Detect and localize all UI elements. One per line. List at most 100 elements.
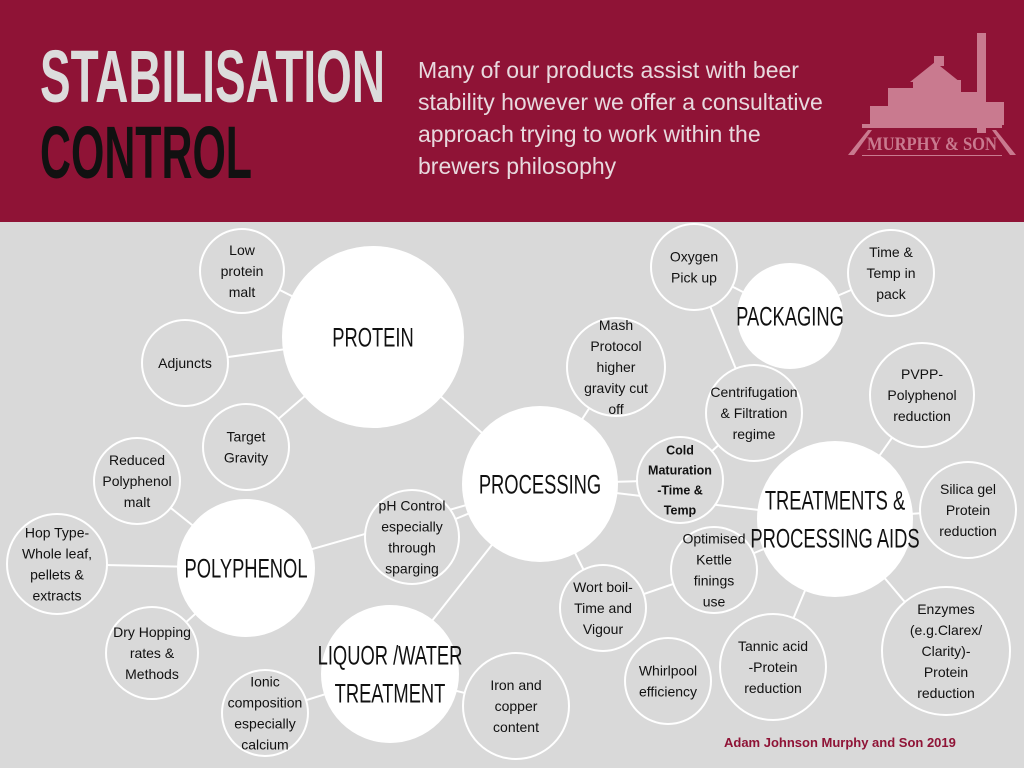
node-label: Adjuncts: [158, 355, 212, 371]
title-line-1: STABILISATION: [40, 35, 385, 118]
node-liquor: LIQUOR /WATER TREATMENT: [318, 605, 463, 743]
node-label: copper: [495, 698, 538, 714]
node-label: reduction: [893, 408, 951, 424]
node-label: sparging: [385, 561, 439, 577]
node-circle: [566, 317, 666, 417]
node-label: efficiency: [639, 684, 697, 700]
footer-credit: Adam Johnson Murphy and Son 2019: [724, 735, 956, 750]
node-label: Polyphenol: [887, 387, 956, 403]
node-label: Enzymes: [917, 601, 975, 617]
node-label: (e.g.Clarex/: [910, 622, 982, 638]
node-circle: [705, 364, 803, 462]
node-label: protein: [221, 263, 264, 279]
node-circle: [221, 669, 309, 757]
node-circle: [462, 652, 570, 760]
node-circle: [559, 564, 647, 652]
node-circle: [105, 606, 199, 700]
node-label: TREATMENT: [335, 678, 446, 708]
node-label: Wort boil-: [573, 579, 633, 595]
node-label: Dry Hopping: [113, 624, 191, 640]
node-label: Tannic acid: [738, 638, 808, 654]
node-protein: PROTEIN: [282, 246, 464, 428]
node-hop-type: Hop Type-Whole leaf,pellets &extracts: [6, 513, 108, 615]
node-label: reduction: [917, 685, 975, 701]
node-circle: [321, 605, 459, 743]
node-label: Cold: [666, 444, 694, 458]
node-circle: [624, 637, 712, 725]
node-label: Silica gel: [940, 481, 996, 497]
node-label: Gravity: [224, 450, 268, 466]
node-label: PVPP-: [901, 366, 943, 382]
node-circle: [757, 441, 913, 597]
node-label: reduction: [939, 523, 997, 539]
node-label: use: [703, 594, 726, 610]
node-label: Reduced: [109, 452, 165, 468]
node-label: Time and: [574, 600, 632, 616]
node-circle: [199, 228, 285, 314]
node-label: Optimised: [682, 531, 745, 547]
logo-text: MURPHY & SON: [867, 134, 997, 155]
node-packaging: PACKAGING: [736, 263, 844, 369]
node-circle: [670, 526, 758, 614]
intro-text: Many of our products assist with beer st…: [418, 57, 823, 179]
node-label: Polyphenol: [102, 473, 171, 489]
node-label: content: [493, 719, 539, 735]
node-polyphenol: POLYPHENOL: [177, 499, 315, 637]
node-label: PACKAGING: [736, 301, 844, 331]
node-label: Mash: [599, 317, 633, 333]
node-label: Oxygen: [670, 249, 718, 265]
node-label: Vigour: [583, 621, 624, 637]
node-label: Whole leaf,: [22, 546, 92, 562]
node-label: & Filtration: [721, 405, 788, 421]
node-label: Protocol: [590, 338, 641, 354]
node-pvpp: PVPP- Polyphenol reduction: [869, 342, 975, 448]
node-enzymes: Enzymes(e.g.Clarex/Clarity)-Proteinreduc…: [881, 586, 1011, 716]
node-circle: [462, 406, 618, 562]
node-circle: [737, 263, 843, 369]
node-label: POLYPHENOL: [184, 553, 307, 583]
node-circle: [919, 461, 1017, 559]
node-circle: [847, 229, 935, 317]
node-circle: [650, 223, 738, 311]
page-title: STABILISATION CONTROL: [40, 35, 385, 194]
node-label: higher: [597, 359, 636, 375]
node-label: pack: [876, 286, 907, 302]
node-label: Methods: [125, 666, 179, 682]
node-label: TREATMENTS &: [765, 485, 906, 515]
node-circle: [719, 613, 827, 721]
node-label: especially: [381, 519, 442, 535]
node-label: through: [388, 540, 435, 556]
node-treatments: TREATMENTS & PROCESSING AIDS: [750, 441, 920, 597]
node-label: Centrifugation: [710, 384, 797, 400]
node-label: pellets &: [30, 567, 84, 583]
node-circle: [6, 513, 108, 615]
node-label: malt: [229, 284, 256, 300]
node-adjuncts: Adjuncts: [141, 319, 229, 407]
node-label: PROCESSING AIDS: [750, 523, 919, 553]
node-circle: [282, 246, 464, 428]
node-processing: PROCESSING: [462, 406, 618, 562]
node-label: Maturation: [648, 464, 712, 478]
node-label: LIQUOR /WATER: [318, 640, 463, 670]
node-label: Protein: [946, 502, 990, 518]
node-circle: [93, 437, 181, 525]
node-label: PROTEIN: [332, 322, 414, 352]
node-label: malt: [124, 494, 151, 510]
node-label: Ionic: [250, 674, 280, 690]
header-banner: STABILISATION CONTROL Many of our produc…: [0, 0, 1024, 222]
